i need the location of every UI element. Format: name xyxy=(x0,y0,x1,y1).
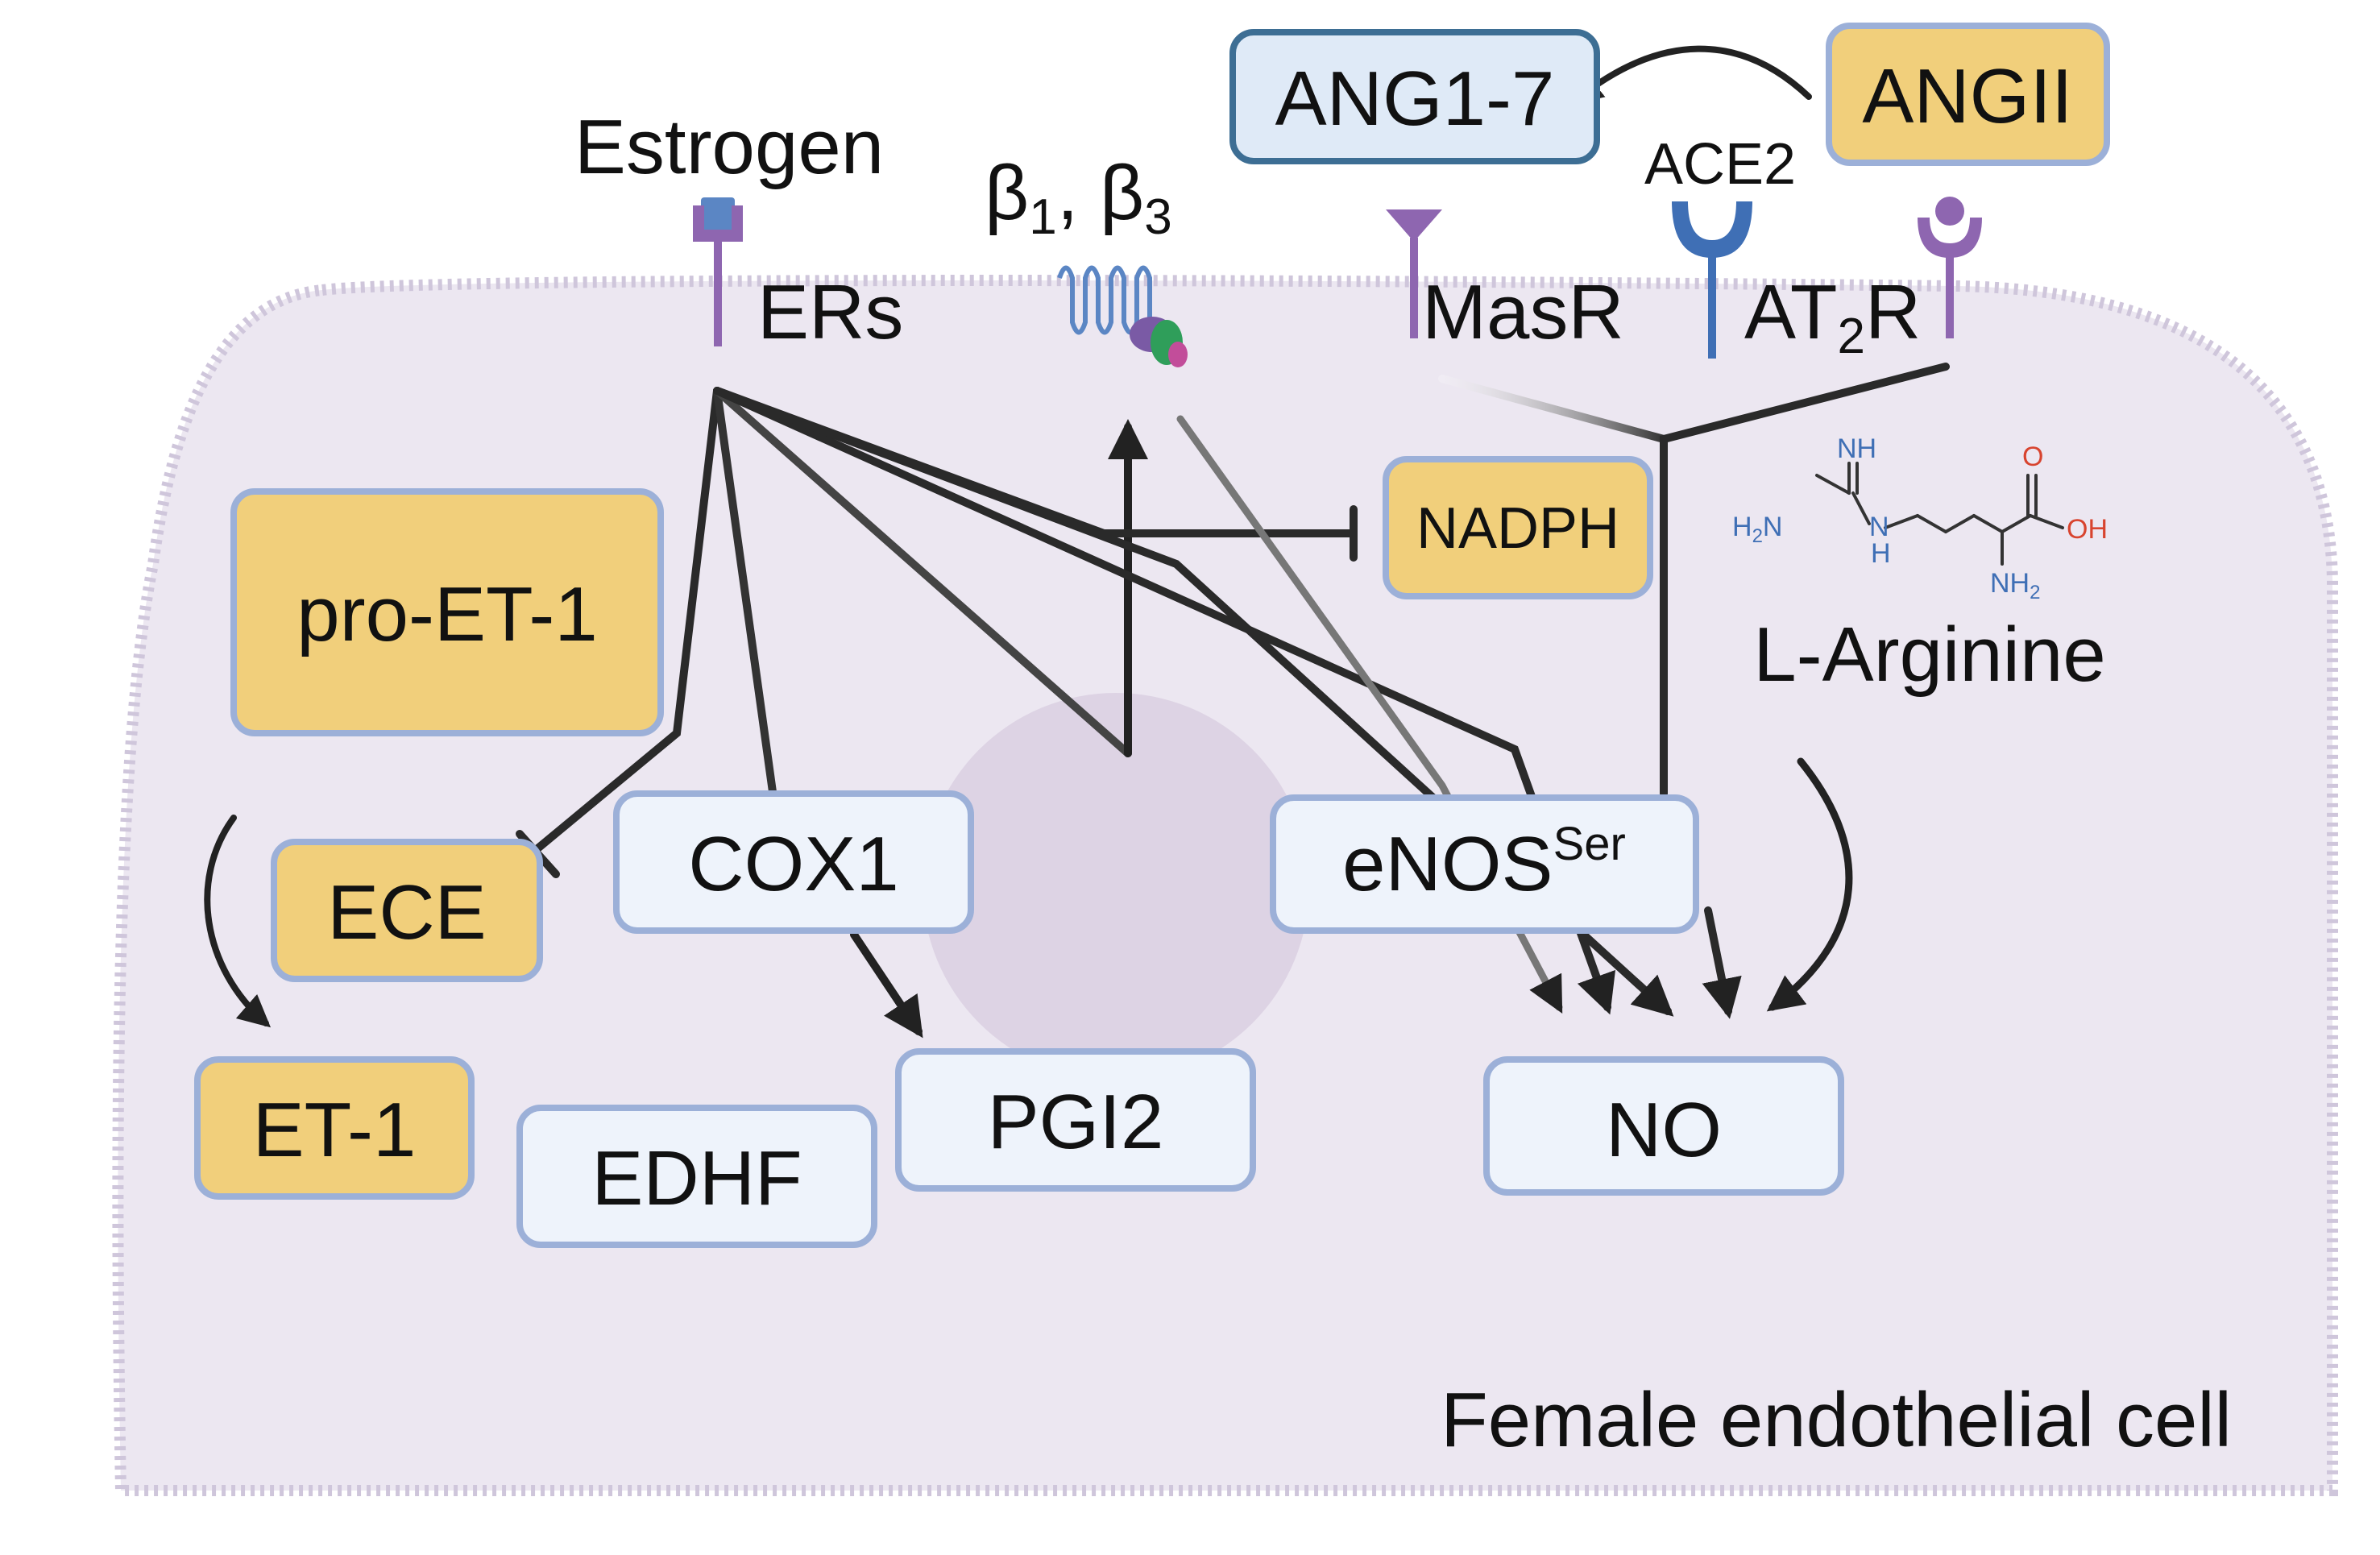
cox1-to-pgi2 xyxy=(850,931,923,1039)
ers-to-ece-inhibit xyxy=(532,387,721,854)
pro-et1-box xyxy=(230,488,664,736)
atom-nh2-nh: NH xyxy=(1990,568,2030,599)
atom-oh: OH xyxy=(2067,514,2108,545)
beta-sub3: 3 xyxy=(1144,189,1171,245)
ace2-receptor-icon xyxy=(1672,201,1752,359)
enos-to-no xyxy=(1702,906,1742,1019)
no-label: NO xyxy=(1606,1087,1722,1173)
enos-main: eNOS xyxy=(1342,821,1553,907)
at2r-to-enos xyxy=(1660,363,1950,798)
connectors xyxy=(204,45,1950,1039)
atom-nh2-sub: 2 xyxy=(2030,582,2040,603)
et1-box xyxy=(194,1056,475,1200)
estrogen-label: Estrogen xyxy=(574,104,884,190)
atom-nh: NH xyxy=(1837,433,1876,464)
cox1-label: COX1 xyxy=(688,821,898,907)
angii-label: ANGII xyxy=(1862,53,2072,139)
l-arginine-label: L-Arginine xyxy=(1753,612,2106,698)
at2r-suffix: R xyxy=(1865,269,1921,355)
angii-box xyxy=(1826,23,2110,166)
at2r-receptor-icon xyxy=(1918,197,1982,338)
l-arginine-structure-icon: NH H2N N H O OH NH2 xyxy=(1732,433,2108,603)
nadph-label: NADPH xyxy=(1416,496,1619,561)
ace2-label: ACE2 xyxy=(1644,132,1796,197)
beta-label: β1, β3 xyxy=(985,150,1172,245)
at2r-prefix: AT xyxy=(1744,269,1838,355)
atom-h2n-sub: 2 xyxy=(1752,525,1763,547)
edhf-box xyxy=(516,1105,877,1248)
atom-nh-bottom-n: N xyxy=(1869,512,1889,542)
cox1-box xyxy=(613,790,974,934)
ers-to-cox1 xyxy=(713,387,777,802)
beta-prefix: β xyxy=(985,150,1029,236)
enos-box xyxy=(1270,794,1699,934)
ece-to-et1 xyxy=(204,815,272,1028)
beta-receptor-icon xyxy=(1057,265,1188,367)
pgi2-box xyxy=(895,1048,1256,1192)
ers-to-beta xyxy=(713,387,1132,757)
pgi2-label: PGI2 xyxy=(988,1079,1164,1165)
atom-h2n: H2N xyxy=(1732,512,1782,547)
masr-label: MasR xyxy=(1422,269,1624,355)
at2r-label: AT2R xyxy=(1744,269,1921,364)
edhf-label: EDHF xyxy=(591,1135,802,1221)
arginine-to-no xyxy=(1766,757,1853,1012)
ang17-box xyxy=(1229,29,1600,164)
atom-h2n-n: N xyxy=(1763,512,1783,542)
beta-mid: , β xyxy=(1057,150,1145,236)
angii-to-ang17 xyxy=(1569,45,1812,106)
pro-et1-label: pro-ET-1 xyxy=(296,571,597,657)
nucleus xyxy=(923,693,1309,1080)
estrogen-receptor-icon xyxy=(693,197,743,346)
ece-box xyxy=(271,839,543,982)
masr-to-enos xyxy=(1438,375,1668,443)
atom-nh2: NH2 xyxy=(1990,568,2040,603)
ang17-label: ANG1-7 xyxy=(1275,56,1555,142)
masr-receptor-icon xyxy=(1386,209,1442,338)
atom-nh-bottom-h: H xyxy=(1871,538,1891,569)
cell-label: Female endothelial cell xyxy=(1441,1377,2232,1463)
at2r-sub: 2 xyxy=(1838,309,1865,364)
nadph-box xyxy=(1383,456,1653,599)
beta-sub1: 1 xyxy=(1029,189,1056,245)
no-box xyxy=(1483,1056,1844,1196)
atom-h2n-h: H xyxy=(1732,512,1752,542)
ers-label: ERs xyxy=(757,269,903,355)
enos-sup: Ser xyxy=(1553,818,1626,870)
atom-o: O xyxy=(2022,442,2043,472)
ece-label: ECE xyxy=(327,869,486,956)
enos-label: eNOSSer xyxy=(1342,818,1626,907)
et1-label: ET-1 xyxy=(253,1087,417,1173)
